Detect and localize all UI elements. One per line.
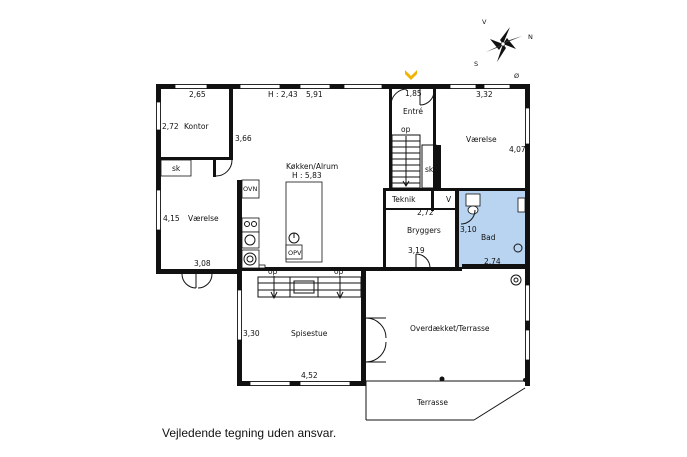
dim-272a: 2,72 <box>162 122 179 131</box>
compass-s: S <box>474 60 478 68</box>
windows <box>156 84 530 386</box>
room-vaerelse-left: Værelse <box>188 214 219 223</box>
room-terrasse: Terrasse <box>416 398 448 407</box>
room-kontor: Kontor <box>184 122 209 131</box>
stairs <box>391 134 437 189</box>
stairs-up-label-a: op <box>268 267 278 276</box>
v-label: V <box>446 195 452 204</box>
dim-185: 1,85 <box>405 89 422 98</box>
dim-310: 3,10 <box>460 225 477 234</box>
opv-label: OPV <box>288 249 302 257</box>
room-teknik: Teknik <box>391 195 416 204</box>
terrace-outline <box>365 376 527 421</box>
dim-591: 5,91 <box>306 90 323 99</box>
compass-icon: N S V Ø <box>474 18 533 80</box>
room-koekken: Køkken/Alrum <box>286 162 338 171</box>
room-entre: Entré <box>403 107 423 116</box>
dim-265: 2,65 <box>189 90 206 99</box>
dim-452: 4,52 <box>301 371 318 380</box>
disclaimer-text: Vejledende tegning uden ansvar. <box>162 426 337 440</box>
dim-308: 3,08 <box>194 259 211 268</box>
dim-366: 3,66 <box>235 134 252 143</box>
bath-fixtures <box>465 193 526 286</box>
dim-272b: 2,72 <box>417 208 434 217</box>
compass-o: Ø <box>514 72 519 80</box>
dim-319: 3,19 <box>408 246 425 255</box>
oven-label: OVN <box>243 185 257 193</box>
room-bryggers: Bryggers <box>407 226 441 235</box>
dim-415: 4,15 <box>163 214 180 223</box>
stairs-lower <box>257 276 362 300</box>
dim-274: 2,74 <box>484 257 501 266</box>
compass-v: V <box>482 18 487 26</box>
dim-332: 3,32 <box>476 90 493 99</box>
kitchen-fixtures <box>241 179 323 269</box>
stairs-up-label-b: op <box>334 267 344 276</box>
entrance-arrow-icon <box>405 70 417 80</box>
stairs-up-label: op <box>401 125 411 134</box>
room-bad: Bad <box>481 233 496 242</box>
interior-walls <box>161 89 525 270</box>
room-overdaekket: Overdækket/Terrasse <box>410 324 490 333</box>
dim-330: 3,30 <box>243 329 260 338</box>
room-koekken-height: H : 5,83 <box>292 171 322 180</box>
dim-h243: H : 2,43 <box>268 90 298 99</box>
dim-407: 4,07 <box>509 145 526 154</box>
room-vaerelse-right: Værelse <box>466 135 497 144</box>
closet-left <box>160 159 192 177</box>
closet-label-left: sk <box>172 164 181 173</box>
room-spisestue: Spisestue <box>291 329 328 338</box>
doors <box>181 88 476 363</box>
closet-label-right: sk <box>425 165 434 174</box>
compass-n: N <box>528 33 533 41</box>
